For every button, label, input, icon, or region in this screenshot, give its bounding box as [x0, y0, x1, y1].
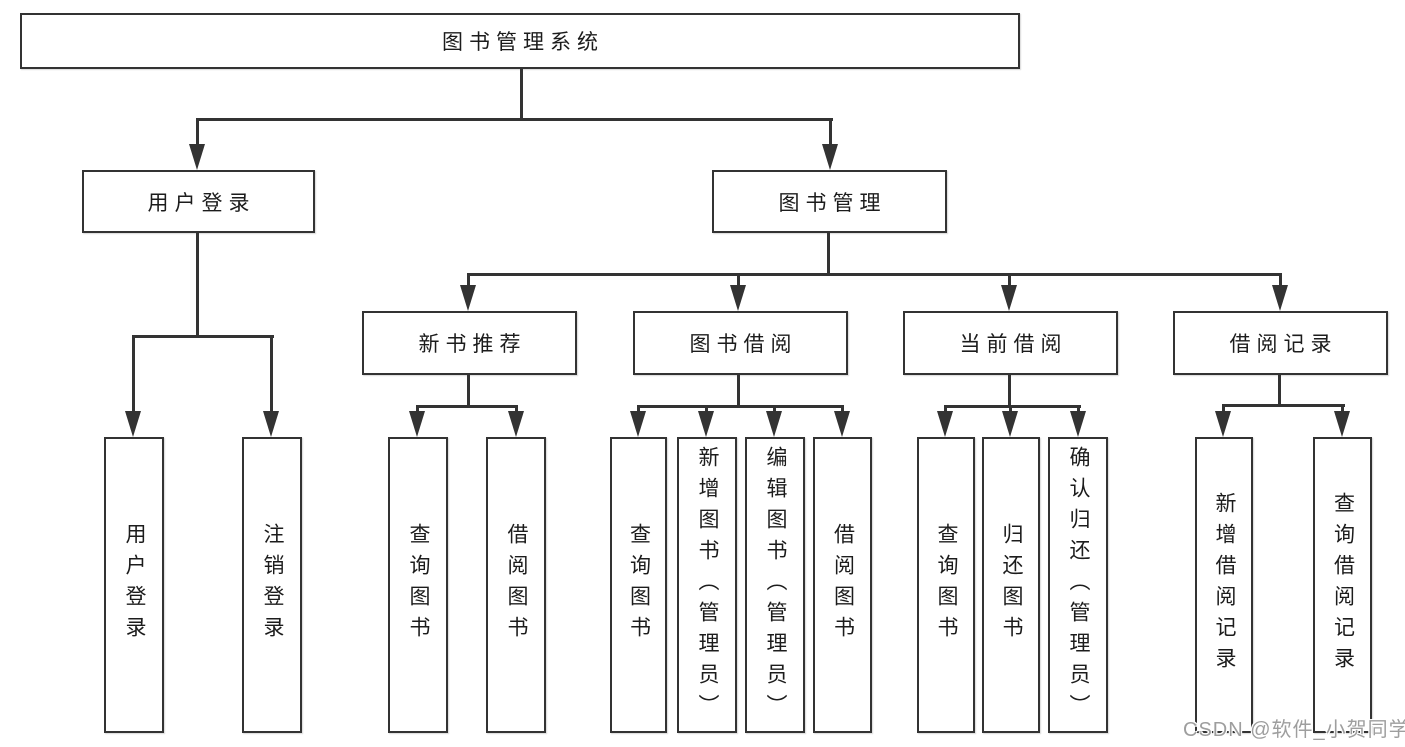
- connector-line: [637, 405, 640, 415]
- leaf-add-book-admin: 新增图书（管理员）: [677, 437, 737, 733]
- connector-line: [467, 375, 470, 408]
- csdn-watermark: CSDN @软件_小贺同学: [1183, 719, 1405, 741]
- node-label: 借阅记录: [1229, 333, 1338, 356]
- node-new-book-recommend: 新书推荐: [362, 311, 577, 375]
- connector-line: [944, 405, 947, 415]
- connector-line: [944, 405, 1081, 408]
- down-arrowhead-icon: [409, 411, 425, 437]
- connector-line: [1008, 273, 1011, 288]
- leaf-logout: 注销登录: [242, 437, 302, 733]
- leaf-return-books: 归还图书: [982, 437, 1040, 733]
- node-label: 图书管理: [778, 191, 887, 215]
- connector-line: [520, 69, 523, 121]
- down-arrowhead-icon: [822, 144, 838, 170]
- node-book-management: 图书管理: [712, 170, 947, 233]
- leaf-query-books-borrowing: 查询图书: [610, 437, 667, 733]
- leaf-label: 查询图书: [935, 523, 958, 647]
- down-arrowhead-icon: [1272, 285, 1288, 311]
- down-arrowhead-icon: [698, 411, 714, 437]
- down-arrowhead-icon: [1001, 285, 1017, 311]
- down-arrowhead-icon: [189, 144, 205, 170]
- down-arrowhead-icon: [263, 411, 279, 437]
- connector-line: [1222, 404, 1345, 407]
- connector-line: [196, 233, 199, 338]
- leaf-label: 归还图书: [1000, 523, 1023, 647]
- leaf-label: 新增借阅记录: [1213, 492, 1236, 678]
- leaf-label: 查询借阅记录: [1331, 492, 1355, 678]
- down-arrowhead-icon: [460, 285, 476, 311]
- leaf-query-books-current: 查询图书: [917, 437, 975, 733]
- connector-line: [829, 118, 832, 148]
- down-arrowhead-icon: [834, 411, 850, 437]
- connector-line: [1222, 404, 1225, 415]
- connector-line: [132, 335, 274, 338]
- leaf-query-borrow-record: 查询借阅记录: [1313, 437, 1372, 733]
- connector-line: [467, 273, 470, 288]
- node-label: 用户登录: [147, 191, 256, 215]
- connector-line: [467, 273, 1282, 276]
- connector-line: [737, 375, 740, 408]
- leaf-edit-book-admin: 编辑图书（管理员）: [745, 437, 805, 733]
- leaf-user-login: 用户登录: [104, 437, 164, 733]
- leaf-label: 确认归还（管理员）: [1067, 445, 1090, 725]
- leaf-label: 借阅图书: [831, 523, 855, 647]
- node-label: 图书管理系统: [442, 31, 604, 54]
- connector-line: [1077, 405, 1080, 415]
- connector-line: [705, 405, 708, 415]
- connector-line: [737, 273, 740, 288]
- down-arrowhead-icon: [125, 411, 141, 437]
- down-arrowhead-icon: [1070, 411, 1086, 437]
- leaf-confirm-return-admin: 确认归还（管理员）: [1048, 437, 1108, 733]
- leaf-label: 借阅图书: [505, 523, 528, 647]
- down-arrowhead-icon: [730, 285, 746, 311]
- connector-line: [196, 118, 833, 121]
- leaf-label: 编辑图书（管理员）: [764, 445, 787, 725]
- connector-line: [196, 118, 199, 148]
- connector-line: [416, 405, 518, 408]
- down-arrowhead-icon: [1002, 411, 1018, 437]
- node-library-management-system: 图书管理系统: [20, 13, 1020, 69]
- node-book-borrowing: 图书借阅: [633, 311, 848, 375]
- down-arrowhead-icon: [1334, 411, 1350, 437]
- down-arrowhead-icon: [508, 411, 524, 437]
- connector-line: [1279, 273, 1282, 288]
- node-user-login: 用户登录: [82, 170, 315, 233]
- node-current-borrowing: 当前借阅: [903, 311, 1118, 375]
- down-arrowhead-icon: [630, 411, 646, 437]
- leaf-add-borrow-record: 新增借阅记录: [1195, 437, 1253, 733]
- down-arrowhead-icon: [1215, 411, 1231, 437]
- connector-line: [773, 405, 776, 415]
- connector-line: [827, 233, 830, 276]
- leaf-label: 注销登录: [261, 523, 284, 647]
- leaf-label: 查询图书: [627, 523, 651, 647]
- leaf-label: 新增图书（管理员）: [696, 445, 719, 725]
- down-arrowhead-icon: [937, 411, 953, 437]
- leaf-query-books-recommend: 查询图书: [388, 437, 448, 733]
- down-arrowhead-icon: [766, 411, 782, 437]
- node-label: 图书借阅: [689, 333, 798, 356]
- connector-line: [1278, 375, 1281, 407]
- connector-line: [841, 405, 844, 415]
- leaf-label: 查询图书: [407, 523, 430, 647]
- connector-line: [1009, 405, 1012, 415]
- connector-line: [132, 335, 135, 415]
- connector-line: [1008, 375, 1011, 408]
- leaf-borrow-books-recommend: 借阅图书: [486, 437, 546, 733]
- node-label: 当前借阅: [959, 333, 1068, 356]
- connector-line: [270, 335, 273, 415]
- connector-line: [1341, 404, 1344, 415]
- connector-line: [416, 405, 419, 415]
- connector-line: [637, 405, 844, 408]
- leaf-borrow-books: 借阅图书: [813, 437, 872, 733]
- leaf-label: 用户登录: [123, 523, 146, 647]
- connector-line: [515, 405, 518, 415]
- node-borrow-records: 借阅记录: [1173, 311, 1388, 375]
- node-label: 新书推荐: [418, 333, 527, 356]
